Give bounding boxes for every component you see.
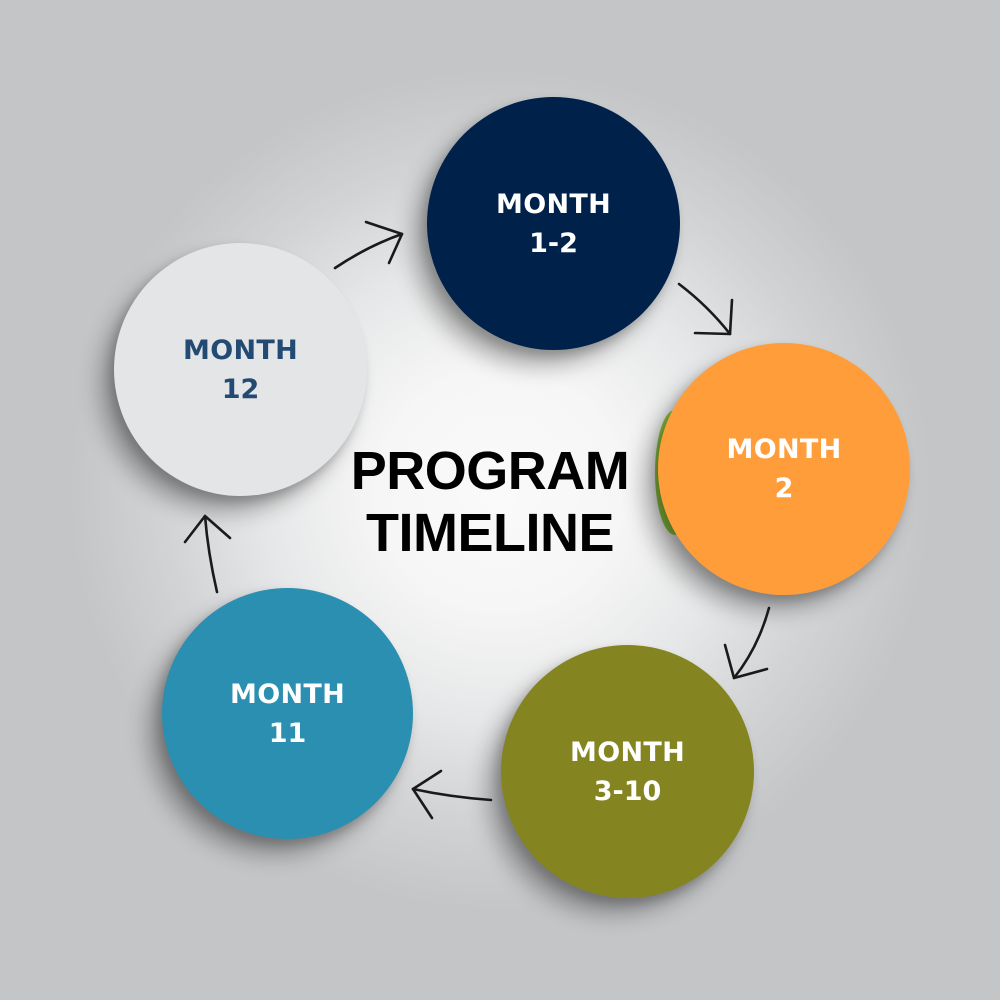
step-period: 12 (221, 373, 260, 405)
arrow-right-down-icon (677, 282, 734, 336)
step-label: MONTH (230, 678, 345, 710)
step-circle-month-12: MONTH 12 (114, 243, 367, 496)
arrow-up-icon (183, 514, 232, 594)
step-label: MONTH (570, 736, 685, 768)
title-line-2: TIMELINE (366, 503, 615, 563)
step-period: 2 (774, 473, 794, 504)
step-circle-month-3-10: MONTH 3-10 (501, 645, 754, 898)
step-circle-month-1-2: MONTH 1-2 (427, 97, 680, 350)
diagram-title: PROGRAM TIMELINE (330, 440, 650, 564)
title-line-1: PROGRAM (350, 441, 630, 501)
arrow-left-down-icon (723, 606, 771, 680)
arrow-left-icon (411, 769, 493, 820)
step-circle-month-2: MONTH 2 (658, 343, 910, 595)
step-label: MONTH (726, 434, 842, 465)
step-period: 3-10 (593, 775, 662, 807)
step-period: 1-2 (529, 227, 578, 259)
arrow-right-up-icon (333, 220, 404, 270)
step-circle-month-11: MONTH 11 (162, 588, 413, 839)
step-label: MONTH (183, 334, 298, 366)
step-period: 11 (268, 717, 307, 749)
step-label: MONTH (496, 188, 611, 220)
